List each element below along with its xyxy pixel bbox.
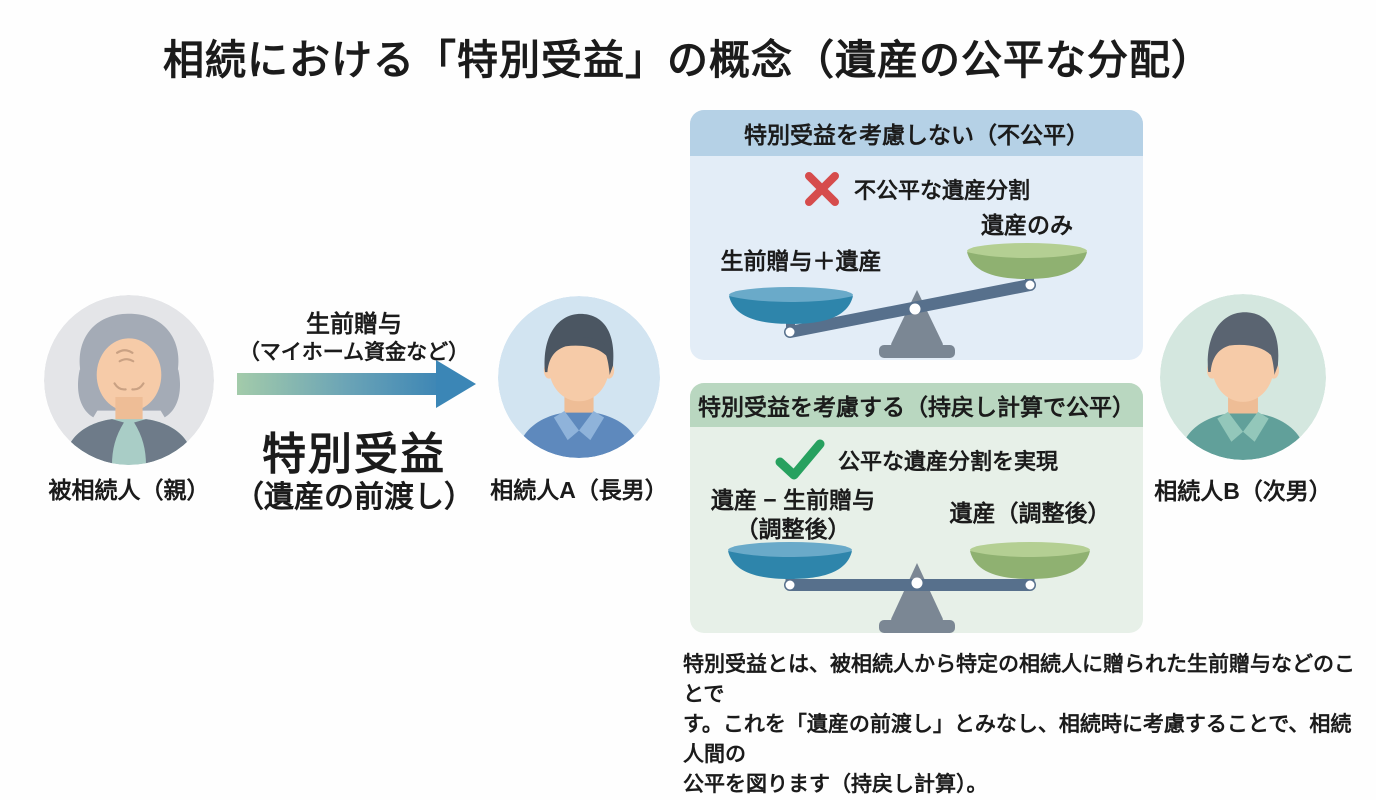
footnote-line: 特別受益とは、被相続人から特定の相続人に贈られた生前贈与などのことで: [683, 653, 1355, 706]
footnote-line: 公平を図ります（持戻し計算）。: [683, 773, 988, 796]
fair-left-pan-label-line1: 遺産 − 生前贈与: [710, 487, 876, 513]
decedent-label: 被相続人（親）: [48, 477, 210, 503]
fair-left-pan-label-line2: （調整後）: [735, 516, 851, 542]
gift-label: 生前贈与: [306, 311, 402, 338]
unfair-left-pan-label: 生前贈与＋遺産: [720, 248, 882, 274]
heir-b-avatar: [1160, 294, 1326, 460]
elderly-parent-avatar: [44, 295, 214, 465]
unfair-right-pan-label: 遺産のみ: [981, 212, 1073, 238]
panel-fair: 特別受益を考慮する（持戻し計算で公平） 公平な遺産分割を実現 遺産 − 生前贈与…: [690, 383, 1143, 633]
x-icon: [804, 172, 839, 206]
person-heir-b: 相続人B（次男）: [1154, 294, 1332, 504]
fair-left-pan-label: 遺産 − 生前贈与 （調整後）: [711, 486, 875, 544]
heir-a-label: 相続人A（長男）: [490, 477, 668, 503]
special-benefit-label: 特別受益: [262, 430, 446, 479]
panel-unfair: 特別受益を考慮しない（不公平） 不公平な遺産分割 生前贈与＋遺産 遺産のみ: [690, 110, 1143, 360]
gift-label-sub: （マイホーム資金など）: [238, 341, 470, 364]
footnote-line: す。これを「遺産の前渡し」とみなし、相続時に考慮することで、相続人間の: [683, 713, 1352, 766]
footnote: 特別受益とは、被相続人から特定の相続人に贈られた生前贈与などのことで す。これを…: [683, 650, 1363, 800]
unbalanced-scale-graphic: [729, 243, 1087, 358]
fair-status-text: 公平な遺産分割を実現: [837, 449, 1058, 474]
heir-b-label: 相続人B（次男）: [1154, 478, 1332, 504]
fair-status-row: 公平な遺産分割を実現: [690, 439, 1143, 481]
arrow-head-icon: [436, 360, 476, 408]
panel-unfair-header: 特別受益を考慮しない（不公平）: [690, 110, 1143, 156]
arrow-right-icon: [237, 373, 436, 395]
person-decedent: 被相続人（親）: [44, 295, 214, 503]
special-benefit-sub-label: （遺産の前渡し）: [234, 481, 474, 514]
unfair-status-row: 不公平な遺産分割: [690, 170, 1143, 208]
person-heir-a: 相続人A（長男）: [490, 296, 668, 503]
balanced-scale-graphic: [728, 542, 1090, 633]
heir-a-avatar: [498, 296, 660, 458]
check-icon: [775, 439, 825, 480]
page-title: 相続における「特別受益」の概念（遺産の公平な分配）: [163, 37, 1213, 83]
fair-right-pan-label: 遺産（調整後）: [949, 500, 1111, 526]
panel-fair-header: 特別受益を考慮する（持戻し計算で公平）: [690, 383, 1143, 427]
unfair-status-text: 不公平な遺産分割: [853, 178, 1030, 203]
